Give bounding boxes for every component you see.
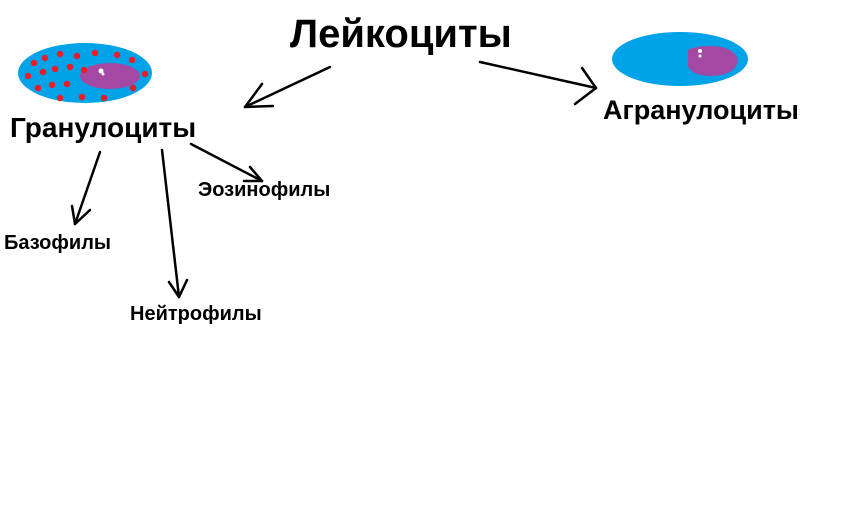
arrow-to-granulocytes bbox=[243, 65, 332, 109]
granulocytes-label: Гранулоциты bbox=[10, 112, 197, 143]
agranulocytes-label: Агранулоциты bbox=[603, 95, 799, 125]
agranulocyte-nucleus bbox=[688, 46, 738, 76]
arrow-to-basophils bbox=[70, 150, 102, 226]
root-node-label: Лейкоциты bbox=[290, 12, 512, 56]
arrow-to-eosinophils bbox=[189, 142, 264, 183]
agranulocyte-cell-icon bbox=[612, 32, 748, 86]
neutrophils-label: Нейтрофилы bbox=[130, 303, 262, 325]
granulocyte-nucleus bbox=[80, 63, 140, 89]
arrow-to-agranulocytes bbox=[478, 60, 598, 106]
basophils-label: Базофилы bbox=[4, 232, 111, 254]
arrow-to-neutrophils bbox=[160, 148, 189, 299]
granulocyte-cell-icon bbox=[18, 43, 152, 103]
eosinophils-label: Эозинофилы bbox=[198, 179, 331, 201]
granules bbox=[24, 49, 149, 102]
